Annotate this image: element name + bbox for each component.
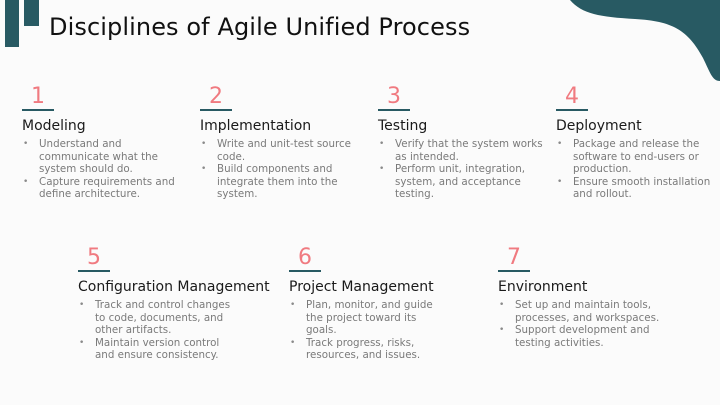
discipline-title: Implementation xyxy=(200,118,312,134)
bullet-item: Package and release the software to end-… xyxy=(556,138,716,176)
bullet-item: Support development and testing activiti… xyxy=(498,324,666,349)
bullet-list: Understand and communicate what the syst… xyxy=(22,138,192,201)
discipline-configuration-management: 5 Configuration Management Track and con… xyxy=(78,245,270,362)
number-underline xyxy=(22,109,54,111)
bullet-list: Track and control changes to code, docum… xyxy=(78,299,238,362)
discipline-deployment: 4 Deployment Package and release the sof… xyxy=(556,86,716,201)
bullet-list: Verify that the system works as intended… xyxy=(378,138,546,201)
bullet-item: Ensure smooth installation and rollout. xyxy=(556,176,716,201)
discipline-modeling: 1 Modeling Understand and communicate wh… xyxy=(22,86,192,201)
bullet-item: Capture requirements and define architec… xyxy=(22,176,192,201)
discipline-implementation: 2 Implementation Write and unit-test sou… xyxy=(200,86,370,201)
discipline-number: 2 xyxy=(209,84,223,109)
discipline-number: 3 xyxy=(387,84,401,109)
decorative-corner-shape xyxy=(570,0,720,81)
bullet-item: Build components and integrate them into… xyxy=(200,163,370,201)
discipline-number: 7 xyxy=(507,245,521,270)
discipline-number: 4 xyxy=(565,84,579,109)
bullet-list: Write and unit-test source code. Build c… xyxy=(200,138,370,201)
discipline-title: Environment xyxy=(498,279,588,295)
bullet-item: Maintain version control and ensure cons… xyxy=(78,337,238,362)
bullet-item: Track and control changes to code, docum… xyxy=(78,299,238,337)
discipline-number: 1 xyxy=(31,84,45,109)
discipline-number: 6 xyxy=(298,245,312,270)
number-underline xyxy=(498,270,530,272)
number-underline xyxy=(378,109,410,111)
bullet-list: Plan, monitor, and guide the project tow… xyxy=(289,299,449,362)
discipline-testing: 3 Testing Verify that the system works a… xyxy=(378,86,546,201)
bullet-item: Understand and communicate what the syst… xyxy=(22,138,192,176)
discipline-project-management: 6 Project Management Plan, monitor, and … xyxy=(289,247,449,362)
discipline-title: Project Management xyxy=(289,279,434,295)
discipline-title: Deployment xyxy=(556,118,642,134)
bullet-item: Write and unit-test source code. xyxy=(200,138,370,163)
bullet-item: Verify that the system works as intended… xyxy=(378,138,546,163)
bullet-item: Perform unit, integration, system, and a… xyxy=(378,163,546,201)
bullet-list: Package and release the software to end-… xyxy=(556,138,716,201)
number-underline xyxy=(556,109,588,111)
bullet-list: Set up and maintain tools, processes, an… xyxy=(498,299,666,349)
number-underline xyxy=(78,270,110,272)
discipline-title: Modeling xyxy=(22,118,86,134)
slide-title: Disciplines of Agile Unified Process xyxy=(49,13,471,41)
decorative-bar-left xyxy=(5,0,19,47)
bullet-item: Set up and maintain tools, processes, an… xyxy=(498,299,666,324)
number-underline xyxy=(289,270,321,272)
discipline-title: Configuration Management xyxy=(78,279,270,295)
bullet-item: Track progress, risks, resources, and is… xyxy=(289,337,449,362)
discipline-title: Testing xyxy=(378,118,428,134)
number-underline xyxy=(200,109,232,111)
bullet-item: Plan, monitor, and guide the project tow… xyxy=(289,299,449,337)
decorative-bar-right xyxy=(24,0,39,26)
discipline-environment: 7 Environment Set up and maintain tools,… xyxy=(498,247,666,349)
discipline-number: 5 xyxy=(87,245,101,270)
